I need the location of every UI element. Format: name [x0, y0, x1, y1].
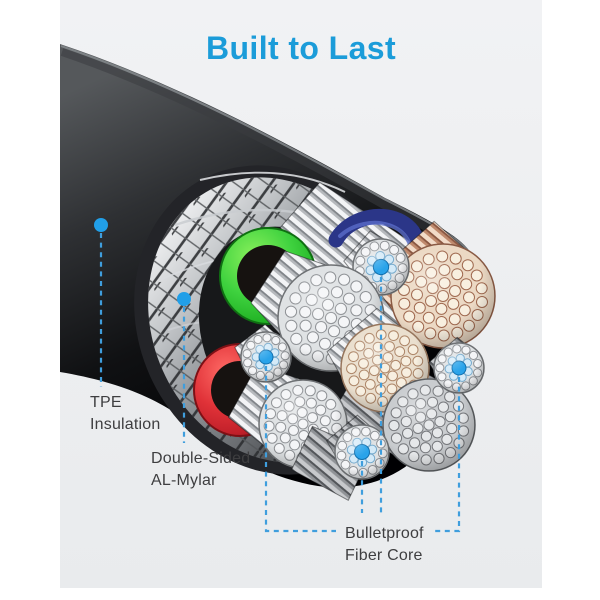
callouts	[94, 218, 461, 533]
wire-bundles	[193, 181, 496, 501]
al-mylar-label: Double-Sided AL-Mylar	[151, 450, 251, 489]
fiber-callout-line-left	[264, 366, 336, 533]
fiber-callout-line-right	[432, 377, 461, 533]
tpe-insulation-label: TPE Insulation	[90, 394, 161, 433]
tpe-callout-dot	[94, 218, 108, 232]
page-title: Built to Last	[205, 30, 397, 66]
fiber-core-label: Bulletproof Fiber Core	[345, 525, 424, 564]
al-mylar-callout-dot	[177, 292, 191, 306]
